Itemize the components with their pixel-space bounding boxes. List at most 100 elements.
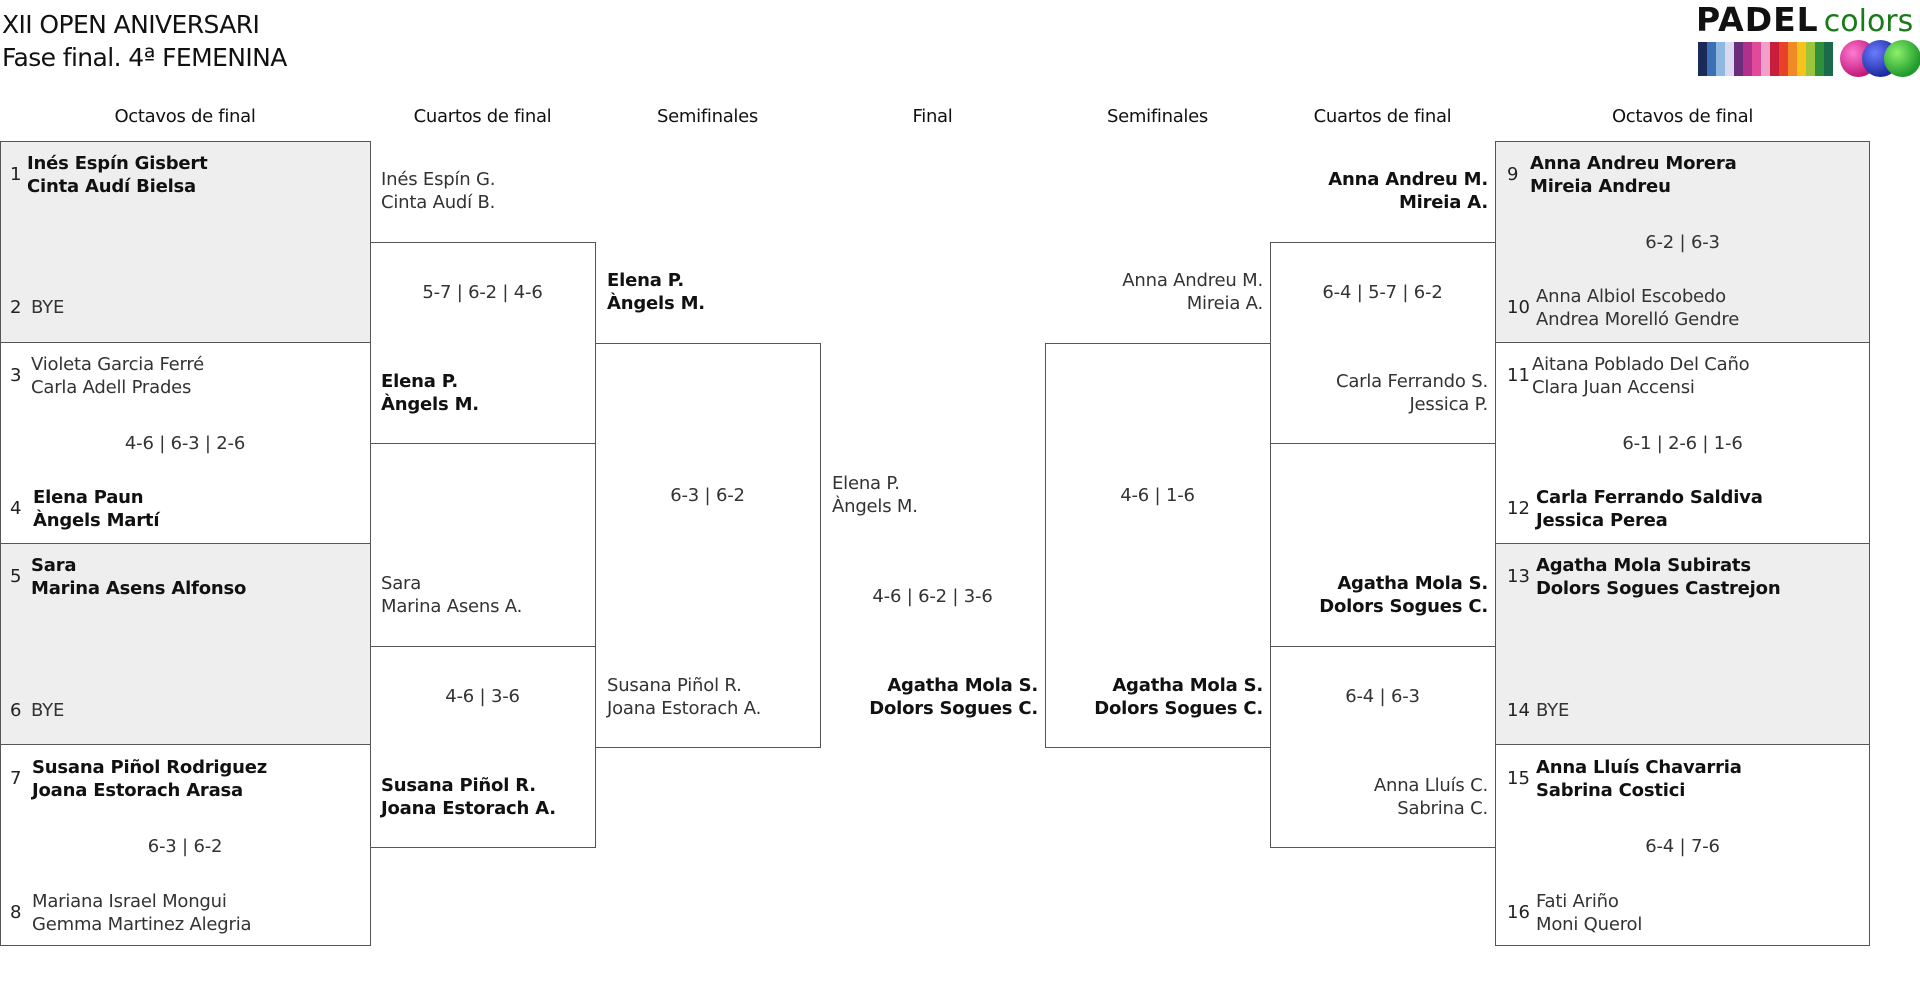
round-header-r16-right: Octavos de final bbox=[1611, 106, 1754, 127]
team-player: Sabrina Costici bbox=[1536, 780, 1686, 801]
sf-match-box bbox=[1045, 343, 1271, 748]
logo-word-padel: PADEL bbox=[1696, 0, 1819, 39]
team-player: Jessica Perea bbox=[1536, 510, 1668, 531]
round-header-final: Final bbox=[912, 106, 953, 127]
round-header-sf-left: Semifinales bbox=[657, 106, 758, 127]
team-player: Carla Ferrando Saldiva bbox=[1536, 487, 1763, 508]
team-player: Agatha Mola S. bbox=[1112, 675, 1263, 696]
team-player: Sara bbox=[31, 555, 77, 576]
seed-number: 15 bbox=[1507, 768, 1530, 789]
team-player: Dolors Sogues Castrejon bbox=[1536, 578, 1781, 599]
round-header-qf-left: Cuartos de final bbox=[413, 106, 552, 127]
team-player: Àngels M. bbox=[381, 394, 479, 415]
team-player: Mireia A. bbox=[1398, 192, 1488, 213]
match-score: 6-1 | 2-6 | 1-6 bbox=[1622, 433, 1743, 454]
seed-number: 5 bbox=[10, 566, 22, 587]
bye-label: BYE bbox=[1536, 700, 1570, 721]
match-score: 6-4 | 5-7 | 6-2 bbox=[1322, 282, 1443, 303]
team-player: Àngels M. bbox=[832, 496, 918, 517]
team-player: Susana Piñol R. bbox=[607, 675, 742, 696]
team-player: Carla Ferrando S. bbox=[1335, 371, 1488, 392]
team-player: Susana Piñol Rodriguez bbox=[32, 757, 267, 778]
team-player: Gemma Martinez Alegria bbox=[32, 914, 252, 935]
round-header-r16-left: Octavos de final bbox=[114, 106, 256, 127]
seed-number: 11 bbox=[1507, 365, 1530, 386]
round-header-sf-right: Semifinales bbox=[1107, 106, 1208, 127]
team-player: Marina Asens A. bbox=[381, 596, 523, 617]
match-score: 4-6 | 6-3 | 2-6 bbox=[124, 433, 246, 454]
team-player: Marina Asens Alfonso bbox=[31, 578, 247, 599]
match-score: 6-2 | 6-3 bbox=[1645, 232, 1720, 253]
page-title: XII OPEN ANIVERSARI bbox=[2, 10, 260, 39]
team-player: Anna Lluís Chavarria bbox=[1536, 757, 1742, 778]
match-score: 5-7 | 6-2 | 4-6 bbox=[422, 282, 543, 303]
team-player: Anna Andreu M. bbox=[1328, 169, 1488, 190]
seed-number: 3 bbox=[10, 365, 22, 386]
team-player: Fati Ariño bbox=[1536, 891, 1619, 912]
logo-ball-green-icon bbox=[1884, 40, 1920, 77]
match-score: 6-3 | 6-2 bbox=[670, 485, 745, 506]
page-subtitle: Fase final. 4ª FEMENINA bbox=[2, 43, 287, 72]
team-player: Susana Piñol R. bbox=[381, 775, 536, 796]
team-player: Inés Espín Gisbert bbox=[27, 153, 208, 174]
match-score: 6-3 | 6-2 bbox=[147, 836, 223, 857]
team-player: Joana Estorach A. bbox=[381, 798, 556, 819]
team-player: Anna Lluís C. bbox=[1373, 775, 1488, 796]
team-player: Elena P. bbox=[832, 473, 900, 494]
team-player: Violeta Garcia Ferré bbox=[31, 354, 205, 375]
team-player: Aitana Poblado Del Caño bbox=[1532, 354, 1750, 375]
team-player: Jessica P. bbox=[1409, 394, 1488, 415]
r16-match-box bbox=[0, 543, 371, 745]
seed-number: 13 bbox=[1507, 566, 1530, 587]
r16-match-box bbox=[1495, 744, 1870, 946]
r16-match-box bbox=[1495, 543, 1870, 745]
team-player: Andrea Morelló Gendre bbox=[1536, 309, 1740, 330]
team-player: Dolors Sogues C. bbox=[869, 698, 1038, 719]
round-header-qf-right: Cuartos de final bbox=[1313, 106, 1452, 127]
team-player: Agatha Mola Subirats bbox=[1536, 555, 1751, 576]
seed-number: 9 bbox=[1507, 164, 1519, 185]
team-player: Dolors Sogues C. bbox=[1319, 596, 1488, 617]
team-player: Àngels M. bbox=[607, 293, 705, 314]
logo-word-colors: colors bbox=[1823, 4, 1914, 39]
bye-label: BYE bbox=[31, 700, 65, 721]
padel-colors-logo: PADEL colors bbox=[1696, 0, 1920, 82]
seed-number: 4 bbox=[10, 498, 22, 519]
team-player: Anna Andreu Morera bbox=[1530, 153, 1737, 174]
team-player: Sara bbox=[381, 573, 422, 594]
seed-number: 16 bbox=[1507, 902, 1530, 923]
seed-number: 6 bbox=[10, 700, 22, 721]
logo-wordmark: PADEL colors bbox=[1696, 0, 1913, 39]
team-player: Agatha Mola S. bbox=[1337, 573, 1488, 594]
match-score: 6-4 | 6-3 bbox=[1345, 686, 1420, 707]
seed-number: 10 bbox=[1507, 297, 1530, 318]
match-score: 6-4 | 7-6 bbox=[1645, 836, 1720, 857]
team-player: Agatha Mola S. bbox=[887, 675, 1038, 696]
team-player: Mireia A. bbox=[1186, 293, 1263, 314]
team-player: Carla Adell Prades bbox=[31, 377, 192, 398]
match-score: 4-6 | 1-6 bbox=[1120, 485, 1195, 506]
r16-match-box bbox=[0, 141, 371, 343]
bye-label: BYE bbox=[31, 297, 65, 318]
team-player: Cinta Audí Bielsa bbox=[27, 176, 197, 197]
seed-number: 12 bbox=[1507, 498, 1530, 519]
seed-number: 14 bbox=[1507, 700, 1530, 721]
seed-number: 2 bbox=[10, 297, 22, 318]
team-player: Inés Espín G. bbox=[381, 169, 496, 190]
logo-color-stripes bbox=[1698, 42, 1833, 76]
team-player: Anna Andreu M. bbox=[1122, 270, 1263, 291]
team-player: Sabrina C. bbox=[1397, 798, 1488, 819]
seed-number: 7 bbox=[10, 768, 22, 789]
team-player: Clara Juan Accensi bbox=[1532, 377, 1695, 398]
seed-number: 8 bbox=[10, 902, 22, 923]
seed-number: 1 bbox=[10, 164, 22, 185]
team-player: Cinta Audí B. bbox=[381, 192, 496, 213]
team-player: Anna Albiol Escobedo bbox=[1536, 286, 1726, 307]
sf-match-box bbox=[595, 343, 821, 748]
r16-match-box bbox=[1495, 141, 1870, 343]
team-player: Mariana Israel Mongui bbox=[32, 891, 227, 912]
team-player: Mireia Andreu bbox=[1530, 176, 1671, 197]
team-player: Elena Paun bbox=[33, 487, 144, 508]
team-player: Moni Querol bbox=[1536, 914, 1643, 935]
match-score: 4-6 | 3-6 bbox=[445, 686, 520, 707]
